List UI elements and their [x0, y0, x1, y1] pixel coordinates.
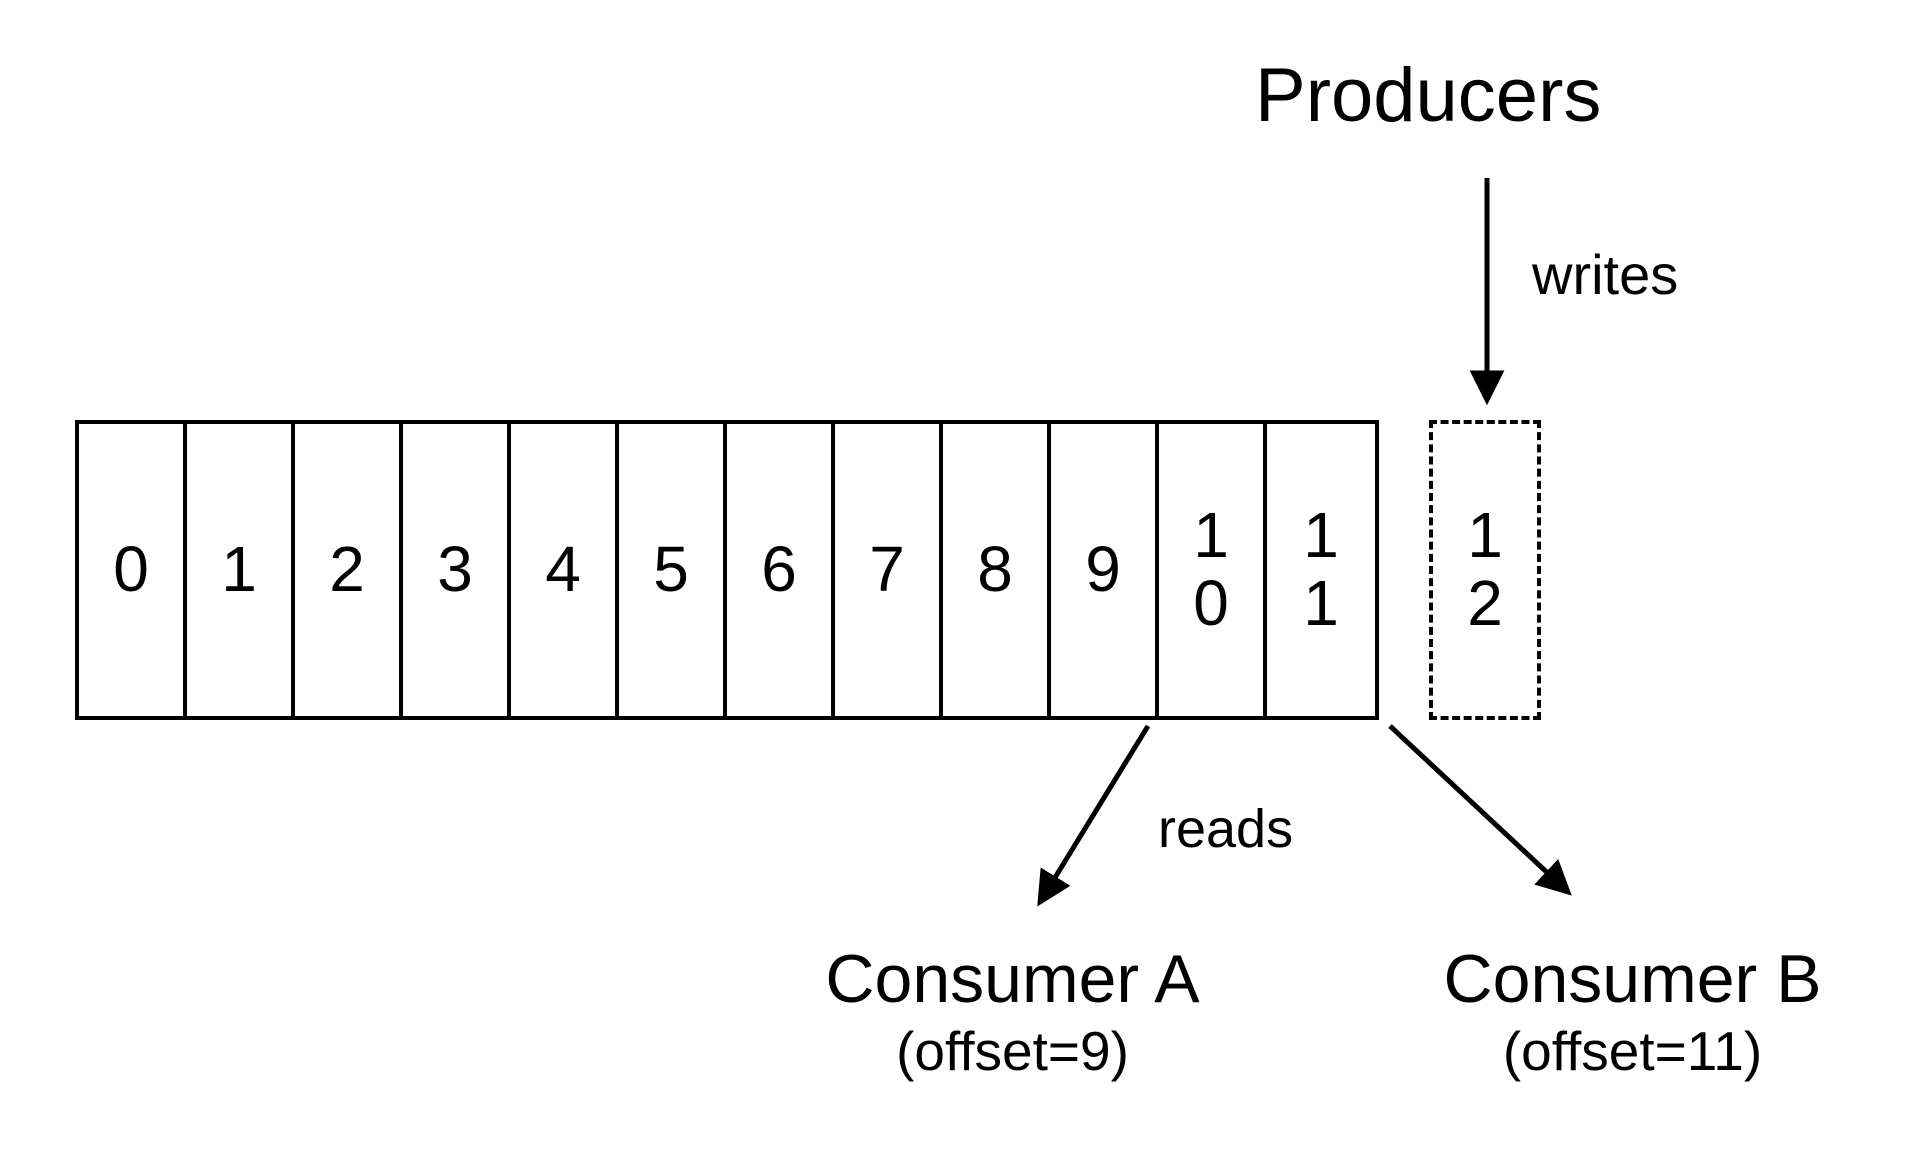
writes-label: writes — [1532, 243, 1679, 306]
log-cell-value: 7 — [869, 533, 905, 606]
log-cell-value: 6 — [761, 533, 797, 606]
consumer-a-arrow — [1037, 724, 1151, 907]
log-cell-value: 11 — [1303, 499, 1339, 639]
log-cell: 7 — [835, 424, 943, 716]
log-cell-value: 2 — [329, 533, 365, 606]
log-cell: 1 — [187, 424, 295, 716]
log-cell-pending-write: 12 — [1429, 420, 1541, 720]
log-cell: 3 — [403, 424, 511, 716]
log-cell-value: 4 — [545, 533, 581, 606]
log-cell: 4 — [511, 424, 619, 716]
log-cell-value: 0 — [113, 533, 149, 606]
reads-label: reads — [1158, 799, 1294, 859]
log-array: 0 1 2 3 4 5 6 7 8 9 10 11 — [75, 420, 1379, 720]
consumer-a-block: Consumer A (offset=9) — [755, 940, 1270, 1084]
log-cell-value: 5 — [653, 533, 689, 606]
consumer-b-name: Consumer B — [1443, 941, 1822, 1017]
log-cell: 6 — [727, 424, 835, 716]
log-cell-value: 9 — [1085, 533, 1121, 606]
log-cell-value: 1 — [221, 533, 257, 606]
consumer-a-offset: (offset=9) — [896, 1020, 1129, 1083]
log-cell: 2 — [295, 424, 403, 716]
consumer-b-offset: (offset=11) — [1502, 1020, 1763, 1083]
log-cell: 11 — [1267, 424, 1375, 716]
log-cell: 8 — [943, 424, 1051, 716]
consumer-b-block: Consumer B (offset=11) — [1370, 940, 1895, 1084]
log-cell: 5 — [619, 424, 727, 716]
log-cell: 0 — [79, 424, 187, 716]
log-cell: 9 — [1051, 424, 1159, 716]
log-cell-value: 8 — [977, 533, 1013, 606]
log-cell-value: 3 — [437, 533, 473, 606]
log-cell-value: 12 — [1467, 499, 1503, 639]
consumer-b-arrow — [1388, 724, 1572, 896]
log-cell: 10 — [1159, 424, 1267, 716]
log-cell-value: 10 — [1193, 499, 1229, 639]
producers-label: Producers — [1255, 53, 1602, 138]
consumer-a-name: Consumer A — [825, 941, 1200, 1017]
